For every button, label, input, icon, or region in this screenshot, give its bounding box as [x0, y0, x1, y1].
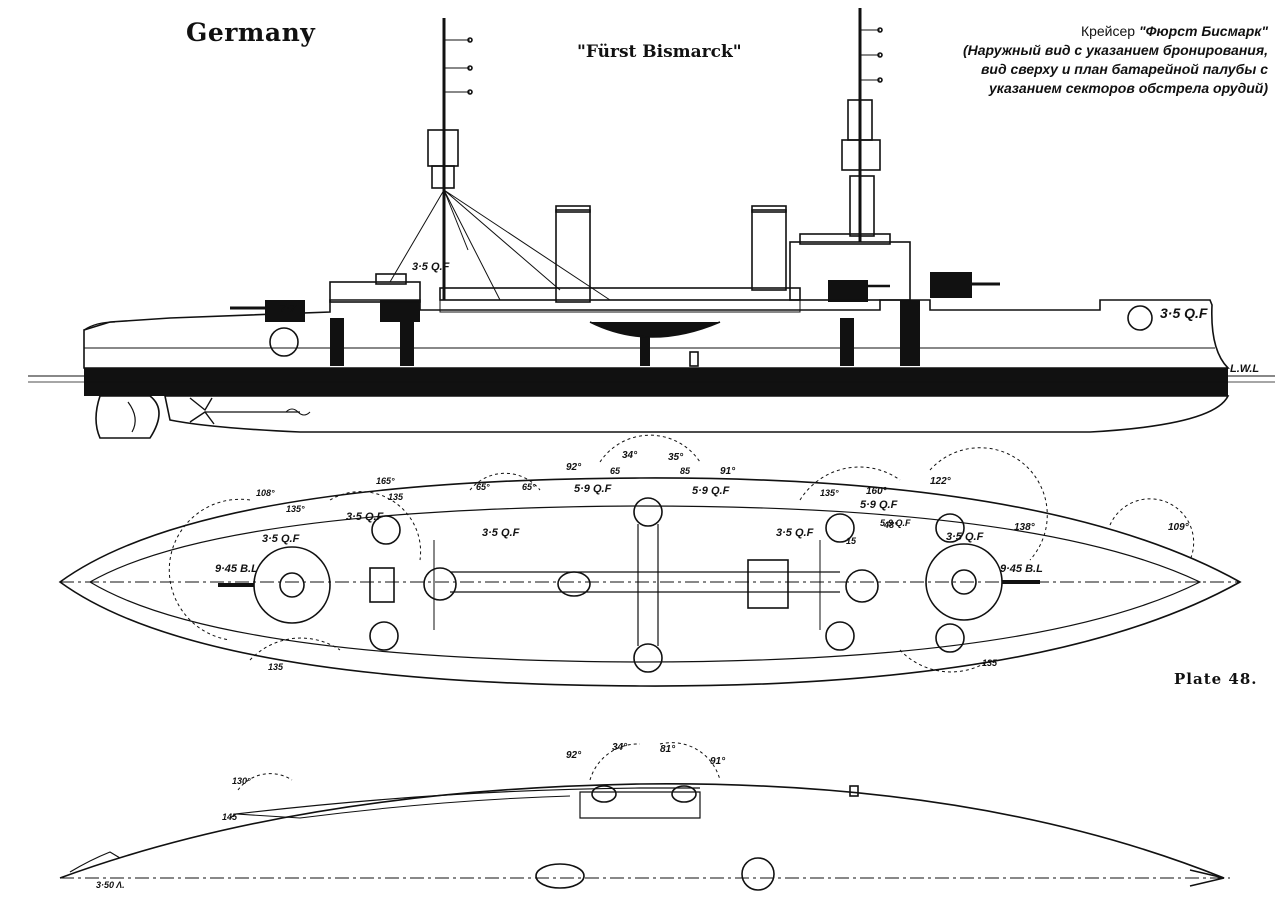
russian-caption-line-3: вид сверху и план батарейной палубы с [980, 61, 1268, 77]
battery-deck-view [59, 742, 1230, 891]
russian-caption-line-2: (Наружный вид с указанием бронирования, [963, 42, 1268, 58]
label-battery-5: 130° [232, 776, 251, 786]
deck-plan-view [58, 434, 1242, 687]
label-qf-4: 5·9 Q.F [574, 483, 612, 495]
rudder [95, 395, 160, 439]
russian-caption-line-4: указанием секторов обстрела орудий) [988, 80, 1268, 96]
propeller [189, 397, 215, 425]
label-armor-1: 7·7 [280, 303, 297, 315]
russian-caption-line-1: Крейсер "Фюрст Бисмарк" [908, 22, 1268, 41]
label-battery-6: 145 [222, 812, 238, 822]
label-qf-2: 3·5 Q.F [346, 511, 384, 523]
label-qf-5: 5·9 Q.F [692, 485, 730, 497]
label-angle-8: 34° [622, 450, 638, 461]
turret-fwd [253, 546, 331, 624]
profile-view [28, 8, 1275, 439]
russian-caption: Крейсер "Фюрст Бисмарк" (Наружный вид с … [908, 22, 1268, 98]
label-angle-5: 65° [476, 482, 490, 492]
label-qf-9: 5·9 Q.F [880, 518, 911, 528]
label-profile-gun-fwd: 3·5 Q.F [412, 261, 450, 273]
label-angle-1: 108° [256, 488, 275, 498]
label-battery-4: 91° [710, 756, 726, 767]
label-angle-15: 122° [930, 476, 952, 487]
label-angle-20: 15 [846, 536, 857, 546]
label-angle-13: 160° [866, 486, 888, 497]
label-main-aft: 9·45 B.L [1000, 563, 1043, 575]
country-title: Germany [186, 18, 316, 47]
russian-caption-ship-name: "Фюрст Бисмарк" [1138, 23, 1268, 39]
label-angle-11: 85 [680, 466, 691, 476]
label-waterline: L.W.L [1230, 363, 1259, 375]
label-angle-16: 138° [1014, 522, 1036, 533]
label-angle-7: 92° [566, 462, 582, 473]
label-battery-7: 3·50 Λ. [96, 880, 125, 890]
label-battery-3: 81° [660, 744, 676, 755]
label-qf-8: 3·5 Q.F [946, 531, 984, 543]
label-qf-7: 3·5 Q.F [776, 527, 814, 539]
label-angle-6: 65° [522, 482, 536, 492]
label-angle-18: 135 [268, 662, 284, 672]
label-qf-6: 5·9 Q.F [860, 499, 898, 511]
label-angle-17: 109° [1168, 522, 1190, 533]
label-angle-10: 35° [668, 452, 684, 463]
hull-profile [83, 299, 1230, 369]
label-angle-2: 135° [286, 504, 305, 514]
funnel-aft [751, 209, 787, 291]
plate-label: Plate 48. [1174, 670, 1258, 688]
label-profile-gun-aft: 3·5 Q.F [1160, 305, 1208, 321]
ship-name-title: "Fürst Bismarck" [577, 42, 742, 62]
russian-caption-prefix: Крейсер [1080, 23, 1139, 39]
label-angle-21: 48° [883, 520, 898, 530]
label-angle-12: 91° [720, 466, 736, 477]
label-qf-1: 3·5 Q.F [262, 533, 300, 545]
label-qf-3: 3·5 Q.F [482, 527, 520, 539]
label-angle-4: 135 [388, 492, 404, 502]
label-main-fwd: 9·45 B.L [215, 563, 258, 575]
label-angle-3: 165° [376, 476, 395, 486]
label-angle-19: 135 [982, 658, 998, 668]
funnel-fore [555, 209, 591, 303]
label-battery-2: 34° [612, 742, 628, 753]
label-battery-1: 92° [566, 750, 582, 761]
label-angle-9: 65 [610, 466, 621, 476]
underwater-hull [164, 395, 1230, 433]
battery-outline [59, 783, 1225, 879]
label-angle-14: 135° [820, 488, 839, 498]
